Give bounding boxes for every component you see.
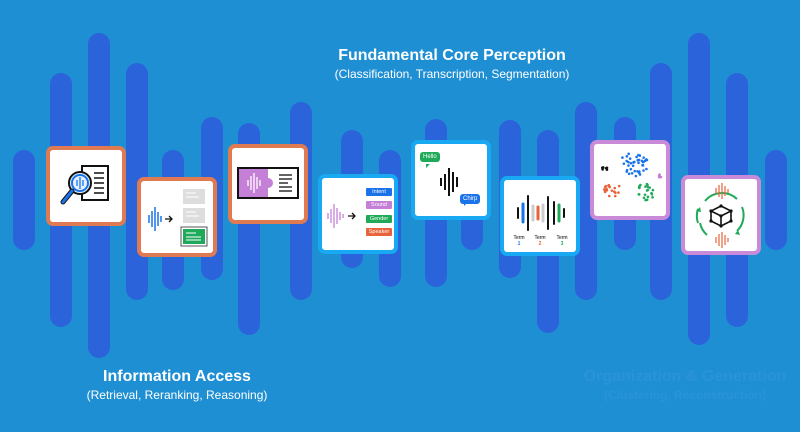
- perception-subtitle: (Classification, Transcription, Segmenta…: [334, 67, 570, 81]
- cluster-point: [641, 164, 645, 167]
- cluster-point: [642, 196, 646, 200]
- cluster-point: [627, 164, 630, 167]
- cluster-point: [631, 164, 635, 168]
- cluster-point: [605, 168, 609, 171]
- cluster-point: [637, 158, 641, 162]
- cluster-point: [603, 185, 607, 189]
- cluster-point: [644, 185, 647, 188]
- cluster-point: [659, 175, 663, 179]
- cluster-point: [645, 167, 648, 171]
- magnifier-document-icon: [60, 165, 109, 205]
- cluster-point: [614, 191, 617, 195]
- cluster-point: [638, 186, 641, 189]
- waveform-bar: [13, 150, 35, 250]
- term-number: 3: [560, 241, 564, 247]
- organization-title: Organization & Generation: [583, 368, 787, 385]
- term-label: Term: [534, 235, 546, 241]
- cluster-point: [622, 162, 626, 165]
- cluster-point: [607, 183, 611, 187]
- cluster-point: [637, 193, 641, 196]
- tag-intent: Intent: [366, 188, 392, 196]
- cluster-point: [651, 196, 654, 199]
- tag-speaker: Speaker: [366, 228, 392, 236]
- tag-gender: Gender: [366, 215, 392, 223]
- tag-label: Intent: [372, 189, 386, 195]
- cluster-point: [633, 160, 636, 164]
- cluster-point: [617, 184, 621, 188]
- cluster-point: [642, 156, 645, 159]
- information-subtitle: (Retrieval, Reranking, Reasoning): [86, 388, 268, 402]
- cluster-point: [628, 157, 632, 160]
- cluster-point: [625, 159, 628, 163]
- cluster-point: [633, 169, 637, 173]
- cluster-point: [644, 198, 647, 202]
- audio-to-ranked-list-icon: [148, 189, 208, 247]
- cluster-point: [617, 191, 620, 194]
- cluster-point: [625, 155, 629, 158]
- cluster-point: [643, 193, 647, 197]
- term-label: Term: [556, 235, 568, 241]
- audio-text-puzzle-icon: [237, 167, 299, 199]
- cluster-point: [627, 152, 630, 156]
- cluster-point: [645, 158, 649, 162]
- purple-waveform-icon: [327, 204, 356, 228]
- information-title: Information Access: [103, 368, 251, 385]
- classification-card: Intent Sound Gender Speaker: [318, 174, 398, 254]
- segmented-waveform-icon: [517, 195, 565, 231]
- cluster-point: [650, 192, 654, 196]
- reranking-card: [137, 177, 217, 257]
- term-number: 1: [517, 241, 521, 247]
- organization-subtitle: (Clustering, Reconstruction): [603, 388, 766, 402]
- cluster-scatter-icon: [601, 152, 663, 202]
- tag-sound: Sound: [366, 201, 392, 209]
- black-waveform-icon: [426, 164, 468, 206]
- clustering-card: [590, 140, 670, 220]
- cluster-point: [613, 194, 617, 198]
- waveform-bar: [765, 150, 787, 250]
- cluster-point: [603, 190, 607, 194]
- cluster-point: [610, 189, 614, 192]
- perception-title: Fundamental Core Perception: [338, 47, 566, 64]
- cluster-point: [642, 160, 645, 164]
- reasoning-card: [228, 144, 308, 224]
- retrieval-card: [46, 146, 126, 226]
- cluster-point: [635, 155, 638, 159]
- cluster-point: [637, 170, 641, 173]
- cluster-point: [646, 195, 650, 199]
- cluster-point: [637, 153, 640, 157]
- cluster-point: [634, 174, 638, 178]
- cluster-point: [629, 167, 633, 171]
- cluster-point: [658, 173, 661, 176]
- term-label: Term: [513, 235, 525, 241]
- cluster-point: [621, 156, 624, 159]
- cluster-point: [607, 194, 611, 198]
- cluster-point: [636, 170, 639, 173]
- cluster-point: [648, 186, 652, 189]
- cluster-point: [645, 182, 649, 186]
- term-number: 2: [538, 241, 542, 247]
- tag-label: Sound: [371, 202, 387, 208]
- chirp-bubble: Chirp: [460, 194, 481, 204]
- cluster-point: [605, 189, 609, 192]
- hello-bubble: Hello: [420, 152, 440, 162]
- cluster-point: [646, 188, 650, 192]
- cluster-point: [627, 172, 631, 176]
- reconstruction-cycle-icon: [695, 183, 745, 248]
- cluster-point: [630, 172, 634, 175]
- cluster-point: [642, 169, 645, 172]
- cluster-point: [651, 188, 655, 192]
- cluster-point: [629, 161, 633, 165]
- transcription-card: Hello Chirp: [411, 140, 491, 220]
- tag-label: Speaker: [368, 229, 390, 235]
- cluster-point: [601, 166, 605, 169]
- cluster-point: [613, 186, 617, 190]
- cluster-point: [637, 161, 640, 165]
- cluster-point: [625, 170, 629, 173]
- reconstruction-card: [681, 175, 761, 255]
- tag-label: Gender: [369, 216, 389, 222]
